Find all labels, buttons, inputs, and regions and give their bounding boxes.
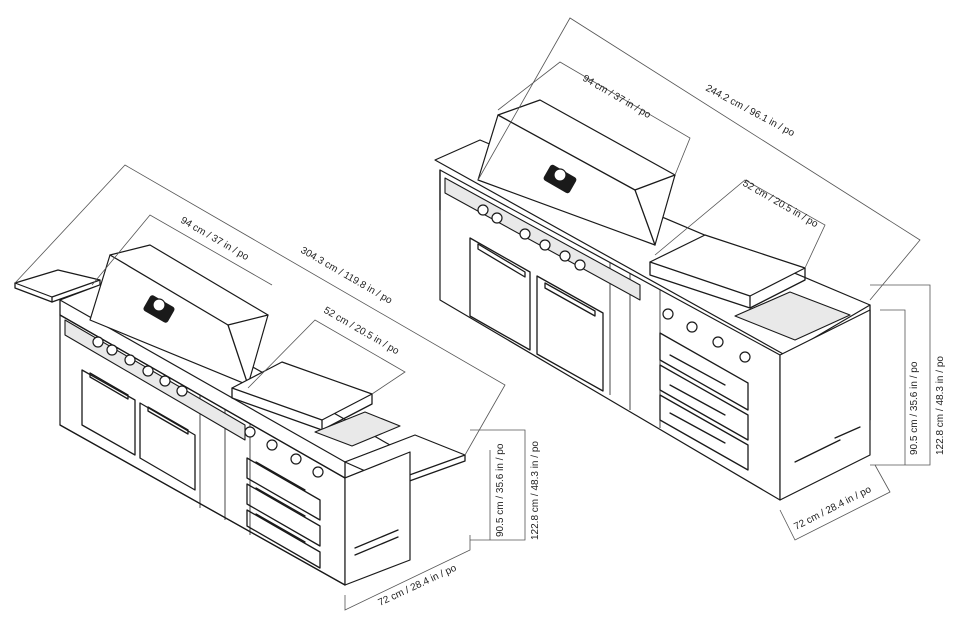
left-drawer-1 (246, 457, 321, 521)
right-depth-label: 72 cm / 28.4 in / po (792, 484, 873, 533)
left-door-1 (81, 369, 136, 456)
left-grill-width-label: 94 cm / 37 in / po (179, 215, 251, 263)
left-grill-hood (89, 244, 269, 386)
left-total-width-label: 304.3 cm / 119.8 in / po (299, 245, 395, 307)
right-door-1 (469, 237, 531, 351)
right-door-2 (536, 275, 604, 392)
right-drawer-2 (659, 364, 749, 441)
right-total-height-label: 122.8 cm / 48.3 in / po (935, 356, 946, 455)
right-griddle-width-label: 52 cm / 20.5 in / po (741, 178, 821, 230)
right-kitchen-unit (434, 99, 871, 501)
left-drawer-2 (246, 483, 321, 547)
left-door-2-handle (147, 406, 189, 435)
left-door-2 (139, 402, 196, 491)
right-grill-hood (477, 99, 676, 246)
left-depth-label: 72 cm / 28.4 in / po (377, 563, 459, 609)
left-counter-height-label: 90.5 cm / 35.6 in / po (495, 443, 506, 537)
left-griddle-width-label: 52 cm / 20.5 in / po (322, 305, 402, 357)
right-drawer-3 (659, 394, 749, 471)
right-drawer-1 (659, 332, 749, 411)
left-kitchen-unit (14, 244, 466, 586)
right-grill-width-label: 94 cm / 37 in / po (581, 73, 653, 121)
left-drawer-3 (246, 509, 321, 569)
left-total-height-label: 122.8 cm / 48.3 in / po (530, 441, 541, 540)
right-counter-height-label: 90.5 cm / 35.6 in / po (909, 361, 920, 455)
left-door-1-handle (89, 372, 129, 400)
